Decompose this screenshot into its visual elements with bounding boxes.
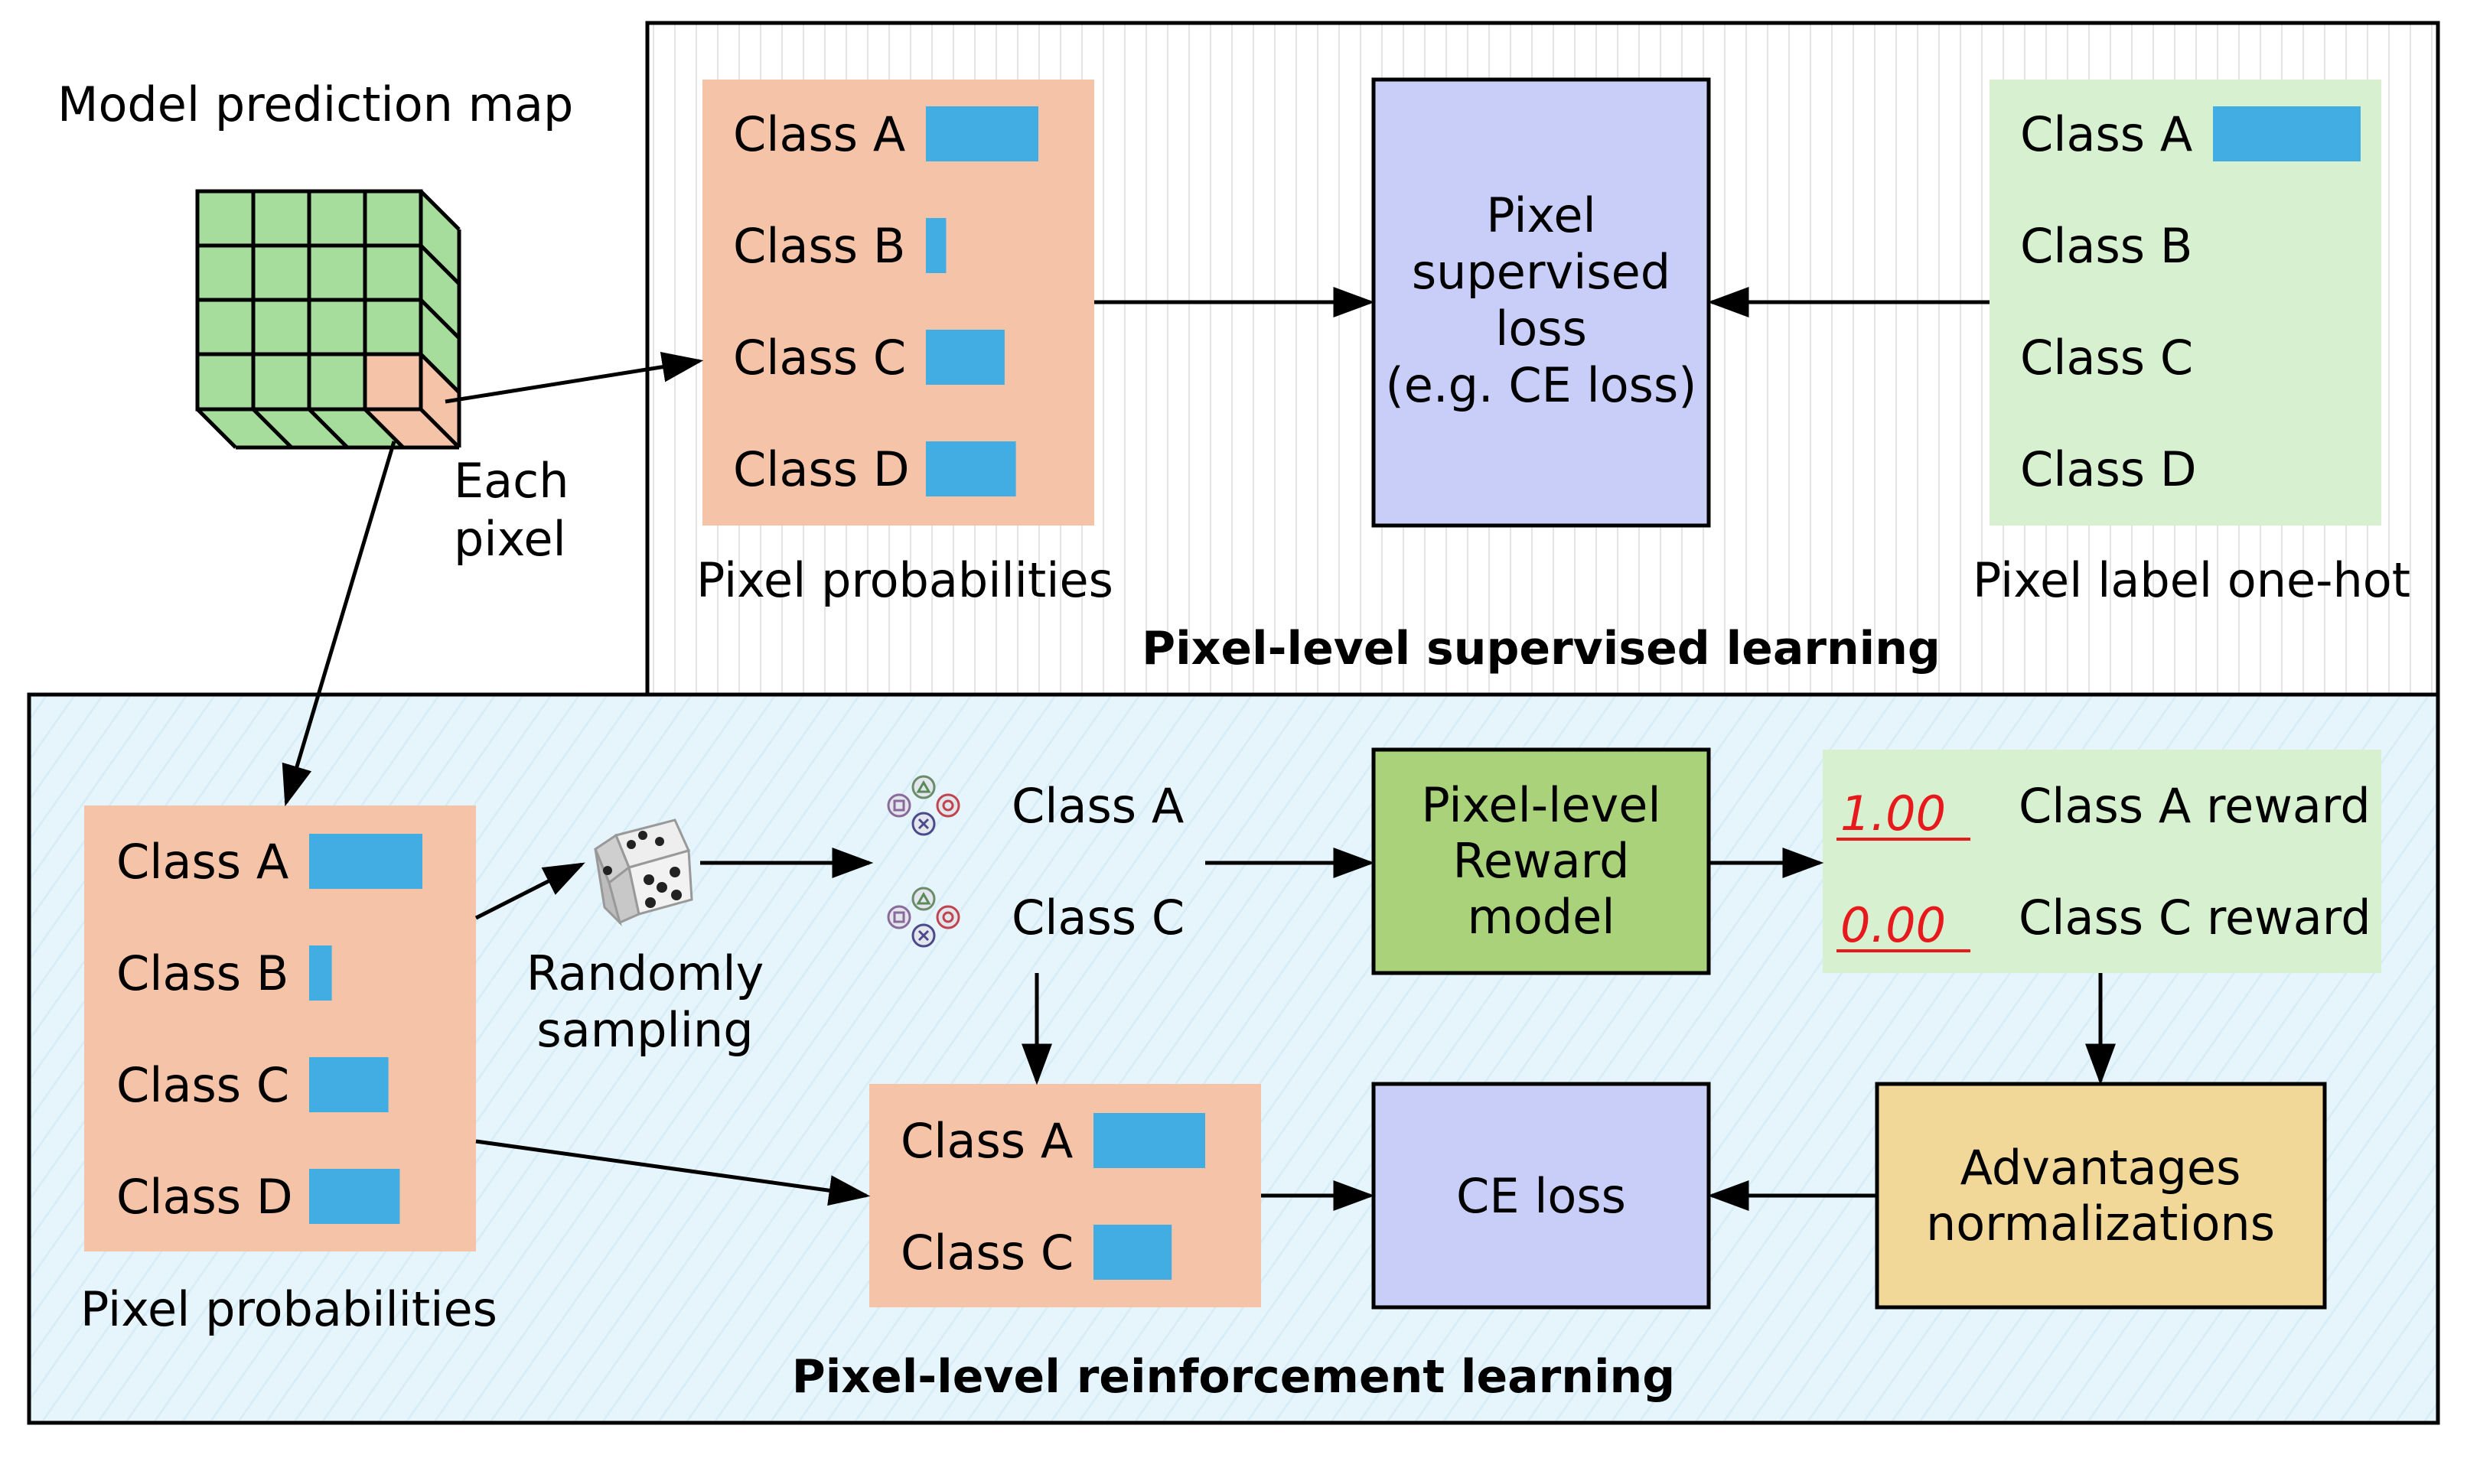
supervised-loss-line2: supervised (1412, 244, 1670, 300)
top-probability-row-bar (926, 218, 947, 273)
label-onehot-row-label: Class B (2020, 218, 2192, 274)
pixel-to-top-probabilities-arrow (445, 351, 704, 404)
each-pixel-label-line1: Each (454, 453, 569, 509)
reinforcement-section-title: Pixel-level reinforcement learning (792, 1350, 1675, 1404)
prediction-map-grid (195, 189, 461, 450)
reward-model-box (1371, 747, 1711, 975)
probabilities-to-selected-arrow (475, 1139, 871, 1206)
supervised-loss-line1: Pixel (1486, 187, 1595, 243)
label-onehot-caption: Pixel label one-hot (1973, 552, 2410, 608)
selected-probability-row-label: Class C (901, 1225, 1074, 1281)
bottom-probability-row-label: Class B (116, 945, 288, 1001)
selected-probability-rows: Class A Class C (901, 1113, 1205, 1281)
reward-model-line1: Pixel-level (1421, 777, 1660, 833)
top-probability-rows: Class A Class B Class C Class D (733, 106, 1038, 497)
top-probabilities-caption: Pixel probabilities (696, 552, 1113, 608)
dice-icon (594, 818, 693, 927)
label-onehot-row-label: Class C (2020, 330, 2193, 386)
sampled-class-c: Class C (1012, 890, 1185, 945)
class-a-reward-label: Class A reward (2019, 778, 2371, 834)
bottom-probability-row-label: Class A (116, 834, 288, 890)
bottom-probability-row-bar (309, 834, 422, 889)
gamepad-icon (887, 775, 960, 836)
reward-model-line2: Reward (1453, 833, 1630, 889)
sampled-class-a: Class A (1012, 778, 1184, 834)
top-probability-row-label: Class D (733, 441, 910, 497)
prediction-map-title: Model prediction map (57, 76, 573, 132)
top-probability-row-label: Class A (733, 106, 905, 162)
reward-model-line3: model (1467, 889, 1615, 945)
label-onehot-row-bar (2213, 106, 2361, 161)
supervised-loss-line4: (e.g. CE loss) (1386, 357, 1697, 413)
selected-probability-row-label: Class A (901, 1113, 1073, 1169)
class-c-reward-label: Class C reward (2019, 890, 2371, 945)
each-pixel-label-line2: pixel (454, 511, 566, 567)
bottom-probability-row-bar (309, 945, 332, 1001)
supervised-loss-line3: loss (1495, 301, 1587, 356)
selected-probability-row-bar (1093, 1225, 1172, 1280)
label-onehot-row-label: Class D (2020, 441, 2197, 497)
bottom-probability-rows: Class A Class B Class C Class D (116, 834, 422, 1225)
class-c-reward-value: 0.00 (1840, 897, 1946, 953)
supervised-section-title: Pixel-level supervised learning (1142, 622, 1941, 675)
top-probability-row-label: Class C (733, 330, 906, 386)
supervised-loss-box (1371, 77, 1711, 528)
advantages-line2: normalizations (1926, 1196, 2275, 1251)
rewards-panel (1823, 750, 2381, 973)
sampling-label-line2: sampling (536, 1002, 753, 1058)
bottom-probabilities-caption: Pixel probabilities (80, 1281, 497, 1337)
gamepad-icon (887, 887, 960, 948)
ce-loss-label: CE loss (1456, 1168, 1626, 1224)
top-probability-row-label: Class B (733, 218, 905, 274)
class-a-reward-value: 1.00 (1840, 786, 1946, 841)
selected-probability-row-bar (1093, 1113, 1205, 1168)
advantages-line1: Advantages (1960, 1140, 2241, 1196)
bottom-probability-row-bar (309, 1057, 389, 1112)
bottom-probability-row-label: Class C (116, 1057, 289, 1113)
highlighted-pixel (365, 354, 421, 409)
top-probability-row-bar (926, 106, 1038, 161)
bottom-probability-row-label: Class D (116, 1169, 293, 1225)
label-onehot-row-label: Class A (2020, 106, 2192, 162)
ce-loss-box (1371, 1082, 1711, 1310)
bottom-probability-row-bar (309, 1169, 400, 1224)
probabilities-to-dice-arrow (474, 862, 585, 920)
pixel-to-bottom-probabilities-arrow (282, 441, 396, 807)
top-probability-row-bar (926, 330, 1005, 385)
sampling-label-line1: Randomly (526, 945, 764, 1001)
top-probability-row-bar (926, 441, 1016, 496)
label-onehot-rows: Class A Class B Class C Class D (2020, 106, 2361, 497)
